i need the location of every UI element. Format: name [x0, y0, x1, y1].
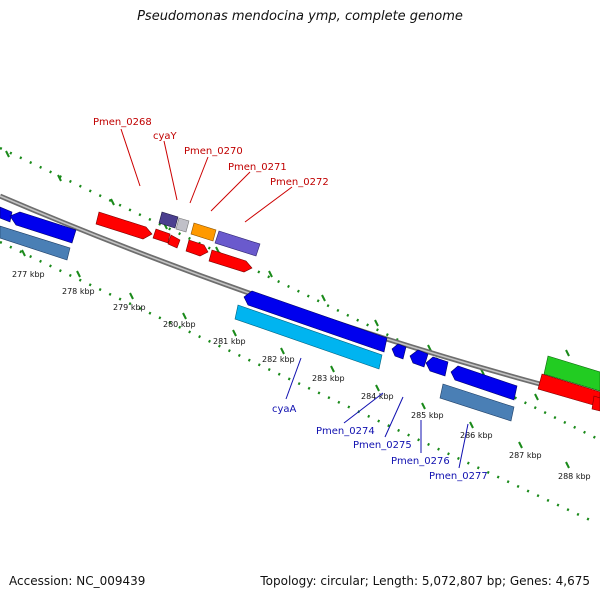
gene-arrow-pmen-0268[interactable]: [95, 211, 153, 240]
tick-label: 284 kbp: [361, 392, 394, 401]
gene-label-pmen-0277[interactable]: Pmen_0277: [429, 471, 488, 482]
genome-backbone: [0, 193, 600, 403]
gene-arrow[interactable]: [537, 373, 600, 408]
gene-label-pmen-0271[interactable]: Pmen_0271: [228, 162, 287, 173]
inner-tick-ring: [0, 240, 591, 522]
gene-label-pmen-0270[interactable]: Pmen_0270: [184, 146, 243, 157]
gene-arrow[interactable]: [543, 355, 600, 392]
gene-label-pmen-0272[interactable]: Pmen_0272: [270, 177, 329, 188]
gene-arrow[interactable]: [243, 290, 388, 353]
gene-label-pmen-0275[interactable]: Pmen_0275: [353, 440, 412, 451]
gene-features: [0, 206, 600, 422]
accession-text: Accession: NC_009439: [9, 574, 146, 588]
tick-label: 277 kbp: [12, 270, 45, 279]
tick-label: 282 kbp: [262, 355, 295, 364]
gene-arrow[interactable]: [439, 383, 515, 422]
top-gene-labels: Pmen_0268 cyaY Pmen_0270 Pmen_0271 Pmen_…: [93, 117, 329, 223]
gene-arrow[interactable]: [9, 211, 77, 244]
gene-arrow[interactable]: [167, 234, 181, 249]
gene-arrow-cyay[interactable]: [158, 211, 179, 229]
gene-arrow[interactable]: [0, 206, 13, 223]
gene-arrow-pmen-0270[interactable]: [190, 222, 217, 242]
bottom-gene-labels: cyaA Pmen_0274 Pmen_0275 Pmen_0276 Pmen_…: [272, 357, 488, 482]
gene-arrow[interactable]: [175, 217, 190, 233]
tick-label: 288 kbp: [558, 472, 591, 481]
tick-label: 287 kbp: [509, 451, 542, 460]
gene-label-pmen-0268[interactable]: Pmen_0268: [93, 117, 152, 128]
tick-label: 283 kbp: [312, 374, 345, 383]
tick-label: 285 kbp: [411, 411, 444, 420]
tick-labels: 277 kbp 278 kbp 279 kbp 280 kbp 281 kbp …: [12, 270, 591, 481]
tick-label: 281 kbp: [213, 337, 246, 346]
gene-arrow[interactable]: [0, 225, 71, 261]
gene-arrow[interactable]: [591, 395, 600, 412]
gene-arrow-pmen-0272[interactable]: [208, 249, 253, 273]
gene-arrow-pmen-0276[interactable]: [425, 356, 449, 377]
tick-label: 278 kbp: [62, 287, 95, 296]
gene-arrow-pmen-0277[interactable]: [450, 365, 518, 401]
gene-arrow-pmen-0275[interactable]: [409, 349, 429, 368]
gene-arrow[interactable]: [152, 228, 171, 244]
map-title: Pseudomonas mendocina ymp, complete geno…: [137, 9, 463, 24]
tick-label: 286 kbp: [460, 431, 493, 440]
genome-summary-text: Topology: circular; Length: 5,072,807 bp…: [260, 574, 590, 588]
gene-label-pmen-0276[interactable]: Pmen_0276: [391, 456, 450, 467]
gene-arrow-cyaa[interactable]: [234, 304, 383, 370]
gene-arrow[interactable]: [185, 239, 209, 257]
tick-label: 279 kbp: [113, 303, 146, 312]
gene-arrow-pmen-0271[interactable]: [214, 230, 261, 257]
gene-arrow-pmen-0274[interactable]: [391, 343, 407, 360]
gene-label-pmen-0274[interactable]: Pmen_0274: [316, 426, 375, 437]
gene-label-cyay[interactable]: cyaY: [153, 131, 178, 142]
gene-label-cyaa[interactable]: cyaA: [272, 404, 297, 415]
tick-label: 280 kbp: [163, 320, 196, 329]
